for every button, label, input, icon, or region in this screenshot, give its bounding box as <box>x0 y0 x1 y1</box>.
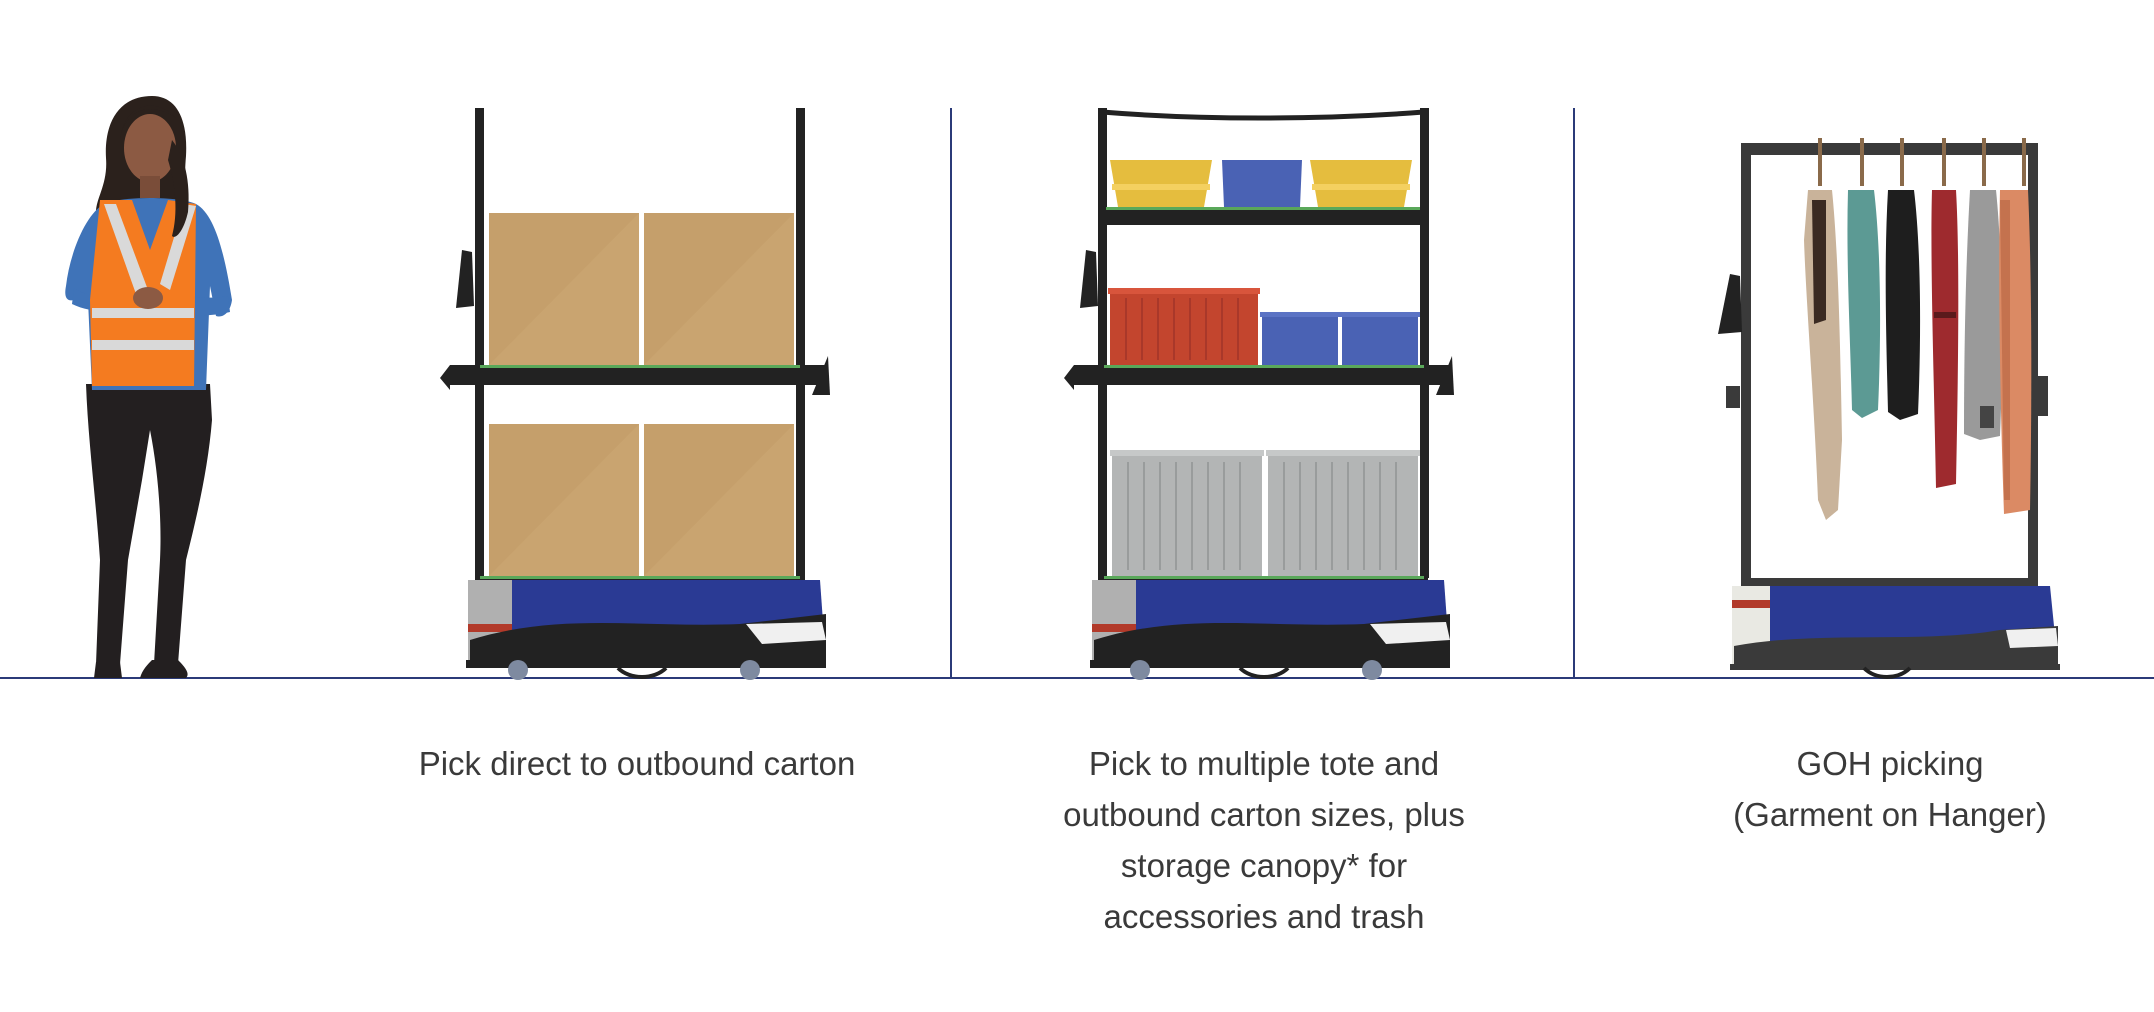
caption-carton-line-1: Pick direct to outbound carton <box>418 745 856 782</box>
tote-yellow-1 <box>1110 160 1212 207</box>
robot-2-shelf-middle <box>1074 365 1452 385</box>
caption-totes-line-3: storage canopy* for <box>1120 847 1408 884</box>
robot-1-wheel-left <box>508 660 528 680</box>
tote-blue-middle-1 <box>1262 314 1338 365</box>
robot-3-frame-left <box>1741 145 1751 585</box>
tote-blue-middle-2 <box>1342 314 1418 365</box>
robot-1-right-pole <box>796 108 805 578</box>
worker-legs <box>86 384 212 664</box>
robot-2-left-pole <box>1098 108 1107 578</box>
robot-1-shelf-middle <box>450 365 828 385</box>
garment-grey <box>1964 190 2003 440</box>
worker-shoe-left <box>94 662 122 678</box>
caption-goh-line-2: (Garment on Hanger) <box>1733 796 2047 833</box>
robot-1-tablet-icon <box>456 250 474 308</box>
caption-goh: GOH picking (Garment on Hanger) <box>1680 738 2100 840</box>
robot-totes <box>1064 108 1454 680</box>
caption-totes: Pick to multiple tote and outbound carto… <box>1014 738 1514 942</box>
tote-blue-top <box>1222 160 1302 207</box>
caption-totes-line-2: outbound carton sizes, plus <box>1063 796 1465 833</box>
robot-carton <box>440 108 830 680</box>
robot-1-left-pole <box>475 108 484 578</box>
caption-goh-line-1: GOH picking <box>1796 745 1984 782</box>
robot-1-wheel-right <box>740 660 760 680</box>
garment-teal <box>1847 190 1881 418</box>
garment-black <box>1885 190 1921 420</box>
tote-grey-left <box>1112 452 1262 576</box>
tote-grey-right <box>1268 452 1418 576</box>
robot-2-shelf-top <box>1102 207 1424 225</box>
worker-shoe-right <box>140 660 188 678</box>
robot-2-wheel-right <box>1362 660 1382 680</box>
garment-red <box>1931 190 1959 488</box>
tote-red <box>1110 290 1258 365</box>
hanging-rail <box>1741 143 2038 155</box>
caption-totes-line-1: Pick to multiple tote and <box>1088 745 1440 782</box>
robot-goh <box>1718 138 2060 679</box>
caption-carton: Pick direct to outbound carton <box>351 738 923 789</box>
worker-figure <box>65 96 232 678</box>
robot-2-right-pole <box>1420 108 1429 578</box>
worker-face <box>124 114 176 182</box>
robot-3-tablet-icon <box>1718 274 1742 334</box>
storage-canopy <box>1101 109 1425 121</box>
robot-2-wheel-left <box>1130 660 1150 680</box>
robot-3-frame-right <box>2028 145 2038 585</box>
caption-totes-line-4: accessories and trash <box>1103 898 1425 935</box>
tote-yellow-2 <box>1310 160 1412 207</box>
